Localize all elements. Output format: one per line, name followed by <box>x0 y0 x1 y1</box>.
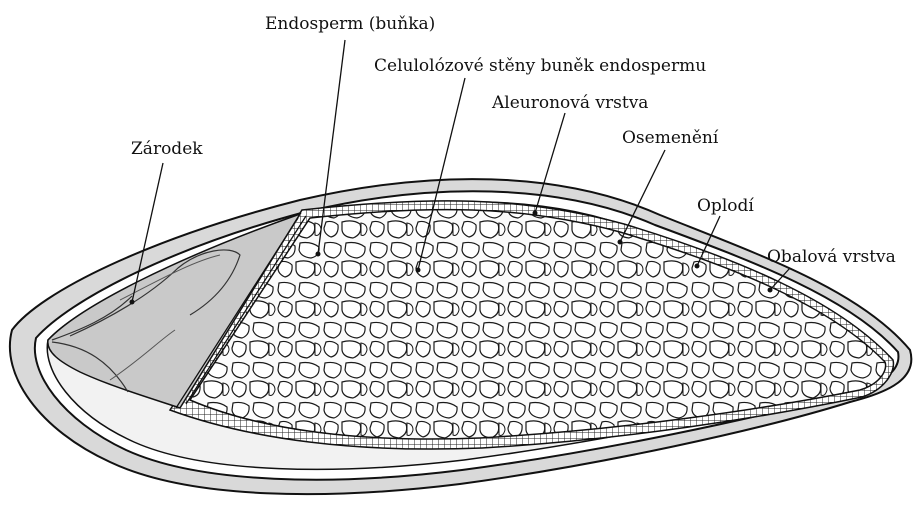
label-endosperm-cell: Endosperm (buňka) <box>265 16 435 33</box>
label-hull-layer: Obalová vrstva <box>767 249 896 266</box>
label-cell-walls: Celulolózové stěny buněk endospermu <box>374 58 706 75</box>
label-aleurone-layer: Aleuronová vrstva <box>492 95 648 112</box>
endosperm-tissue <box>190 210 886 440</box>
label-seed-coat: Osemenění <box>622 130 718 147</box>
label-pericarp: Oplodí <box>697 198 754 215</box>
label-embryo: Zárodek <box>131 141 203 158</box>
